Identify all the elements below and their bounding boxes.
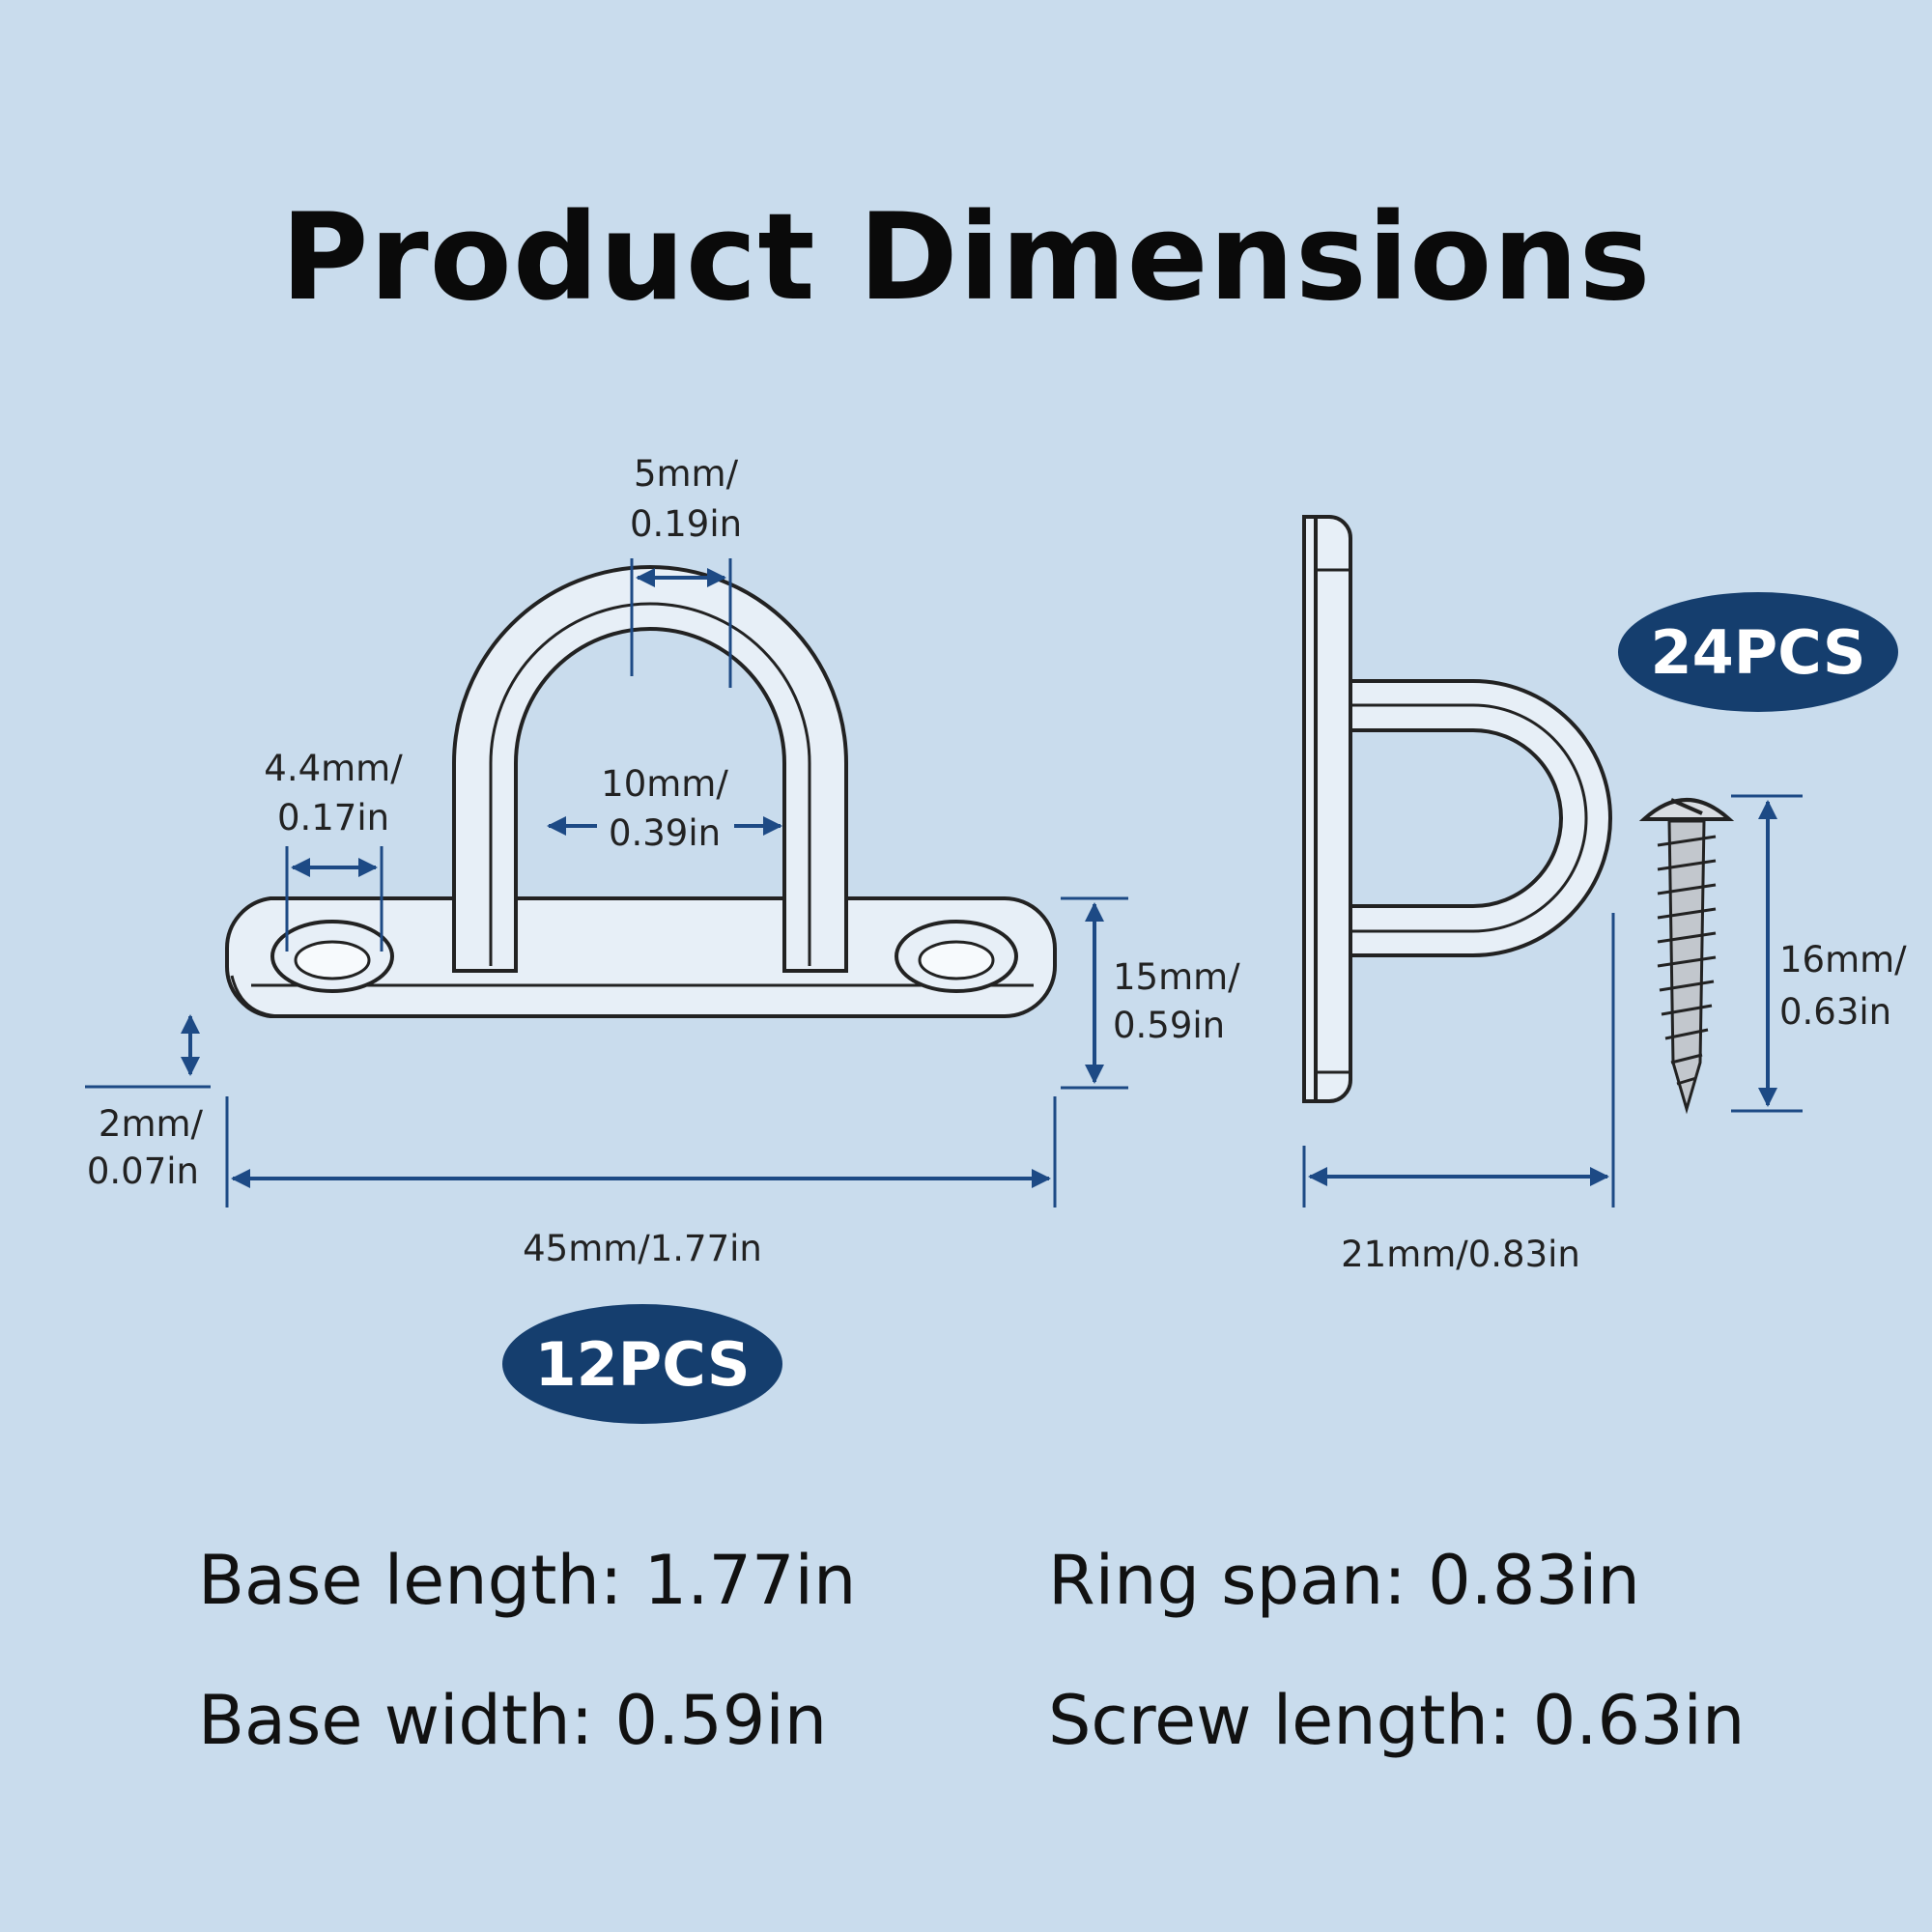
thickness-dimension: 2mm/ 0.07in (85, 1014, 211, 1192)
spec-base-width: Base width: 0.59in (198, 1681, 828, 1760)
pad-eye-quantity-badge: 12PCS (502, 1304, 782, 1424)
rod-diameter-dimension: 5mm/ 0.19in (630, 453, 742, 688)
thickness-label-in: 0.07in (87, 1151, 199, 1192)
pad-eye-front-view (224, 565, 1057, 1018)
screw-illustration (1638, 798, 1735, 1115)
side-depth-label: 21mm/0.83in (1341, 1234, 1580, 1275)
base-length-dimension: 45mm/1.77in (225, 1096, 1057, 1269)
page-title: Product Dimensions (280, 188, 1652, 327)
spec-screw-length: Screw length: 0.63in (1048, 1681, 1746, 1760)
side-depth-dimension: 21mm/0.83in (1302, 913, 1615, 1275)
hole-diameter-dimension: 4.4mm/ 0.17in (264, 748, 403, 952)
spec-base-length: Base length: 1.77in (198, 1541, 857, 1620)
screw-length-label-mm: 16mm/ (1779, 939, 1907, 980)
base-width-label-mm: 15mm/ (1113, 956, 1240, 998)
pad-eye-side-view (1302, 515, 1612, 1103)
inner-span-dimension: 10mm/ 0.39in (547, 763, 782, 854)
inner-span-label-mm: 10mm/ (601, 763, 728, 805)
hole-diameter-label-mm: 4.4mm/ (264, 748, 403, 789)
rod-diameter-label-mm: 5mm/ (634, 453, 739, 495)
screw-quantity-badge: 24PCS (1618, 592, 1898, 712)
base-width-label-in: 0.59in (1113, 1005, 1225, 1046)
screw-length-label-in: 0.63in (1779, 991, 1891, 1033)
screw-length-dimension: 16mm/ 0.63in (1731, 794, 1907, 1113)
thickness-label-mm: 2mm/ (99, 1103, 204, 1145)
screw-quantity-label: 24PCS (1650, 617, 1865, 688)
pad-eye-quantity-label: 12PCS (534, 1329, 750, 1400)
base-length-label: 45mm/1.77in (523, 1228, 762, 1269)
hole-diameter-label-in: 0.17in (277, 797, 389, 838)
rod-diameter-label-in: 0.19in (630, 503, 742, 545)
inner-span-label-in: 0.39in (609, 812, 721, 854)
spec-ring-span: Ring span: 0.83in (1048, 1541, 1640, 1620)
base-width-dimension: 15mm/ 0.59in (1061, 896, 1240, 1090)
